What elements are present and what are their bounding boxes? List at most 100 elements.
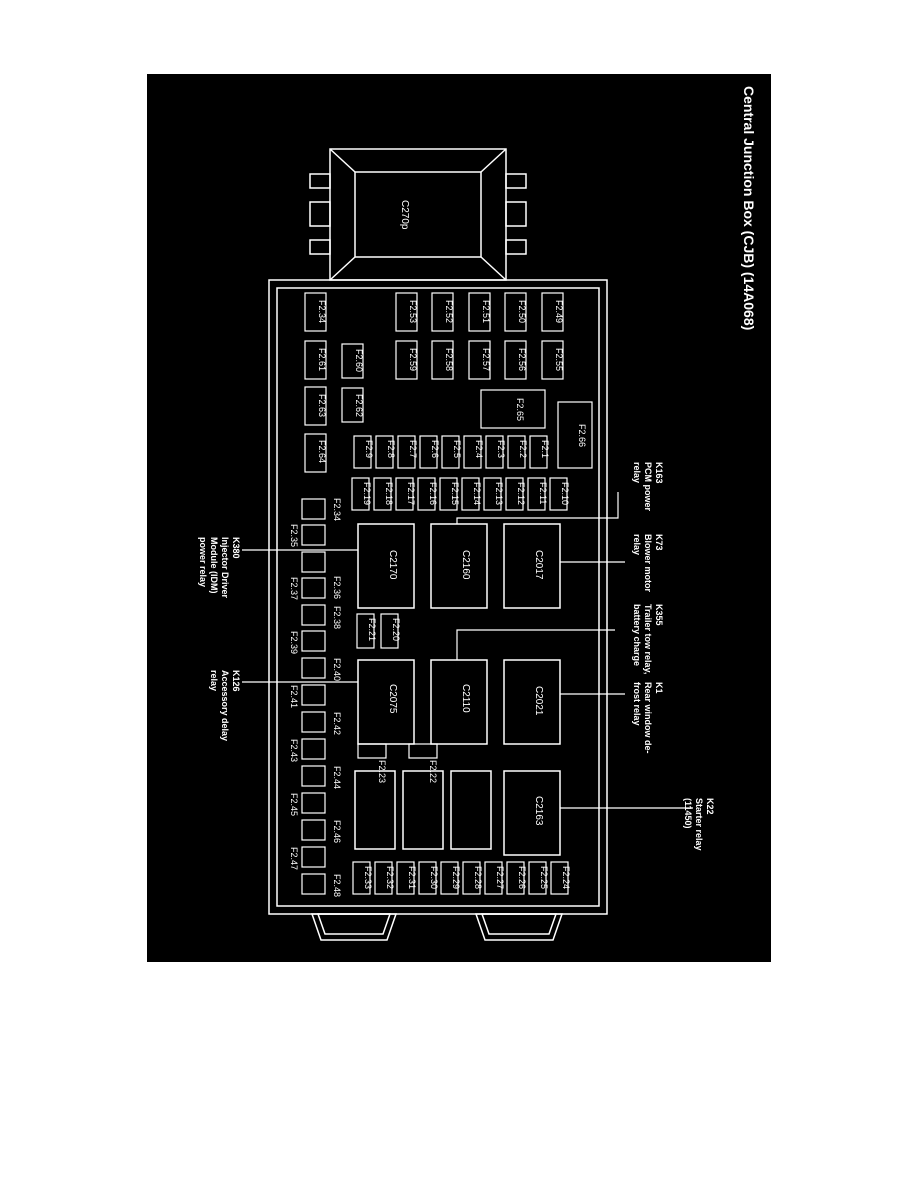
fuse-label: F2.45	[289, 793, 299, 816]
fuse-label: F2.51	[481, 300, 491, 323]
fuse-label: F2.26	[517, 866, 527, 889]
fuse-label: F2.2	[518, 440, 528, 458]
relay-label-k380: power relay	[198, 537, 208, 587]
fuse-label: F2.50	[517, 300, 527, 323]
diagram-title: Central Junction Box (CJB) (14A068)	[741, 86, 757, 330]
fuse-label: F2.46	[332, 820, 342, 843]
fuse-label: F2.13	[494, 482, 504, 505]
fuse-label: F2.16	[428, 482, 438, 505]
fuse-label: F2.62	[354, 394, 364, 417]
relay-label-k22: (11450)	[683, 798, 693, 829]
relay-label-k1: frost relay	[632, 682, 642, 726]
connector-c270p-label: C270p	[399, 200, 410, 230]
relay-label-k380: K380	[231, 537, 241, 559]
relay-label-k126: Accessory delay	[220, 670, 230, 741]
fuse-label: F2.30	[429, 866, 439, 889]
relay-label-k163: K163	[654, 462, 664, 484]
relay-label-k73: Blower motor	[643, 534, 653, 593]
fuse-label: F2.35	[289, 524, 299, 547]
relay-label-k355: K355	[654, 604, 664, 626]
fuse-label: F2.12	[516, 482, 526, 505]
leader-lines	[242, 492, 693, 809]
fuse-label: F2.19	[362, 482, 372, 505]
fuse-outlines	[301, 292, 593, 895]
fuse-label: F2.7	[408, 440, 418, 458]
relay-label-k126: relay	[209, 670, 219, 691]
fuse-label: F2.21	[367, 618, 377, 641]
relay-label-k22: K22	[705, 798, 715, 815]
fuse-label: F2.36	[332, 576, 342, 599]
fuse-label: F2.63	[317, 394, 327, 417]
fuse-label: F2.10	[560, 482, 570, 505]
relay-label-k355: battery charge	[632, 604, 642, 666]
fuse-label: F2.32	[385, 866, 395, 889]
relay-label-k1: K1	[654, 682, 664, 694]
connector-label: C2017	[533, 550, 544, 580]
fuse-label: F2.56	[517, 348, 527, 371]
fuse-label: F2.34	[332, 498, 342, 521]
fuse-label: F2.27	[495, 866, 505, 889]
fuse-label: F2.38	[332, 606, 342, 629]
relay-label-k355: Trailer tow relay,	[643, 604, 653, 674]
fuse-label: F2.58	[444, 348, 454, 371]
fuse-label: F2.55	[554, 348, 564, 371]
fuse-label: F2.41	[289, 685, 299, 708]
relay-label-k1: Rear window de-	[643, 682, 653, 754]
relay-label-k126: K126	[231, 670, 241, 692]
fuse-label: F2.28	[473, 866, 483, 889]
fuse-label: F2.1	[540, 440, 550, 458]
connector-label: C2075	[387, 684, 398, 714]
connector-outlines	[354, 523, 561, 856]
connector-label: C2170	[387, 550, 398, 580]
fuse-label: F2.5	[452, 440, 462, 458]
box-outline	[268, 279, 608, 915]
fuse-label: F2.25	[539, 866, 549, 889]
fuse-label: F2.34	[317, 300, 327, 323]
connector-label: C2021	[533, 686, 544, 716]
connector-label: C2163	[533, 796, 544, 826]
fuse-label: F2.8	[386, 440, 396, 458]
fuse-label: F2.11	[538, 482, 548, 504]
connector-c270p	[309, 148, 527, 281]
relay-label-k380: Injector Driver	[220, 537, 230, 599]
fuse-label: F2.24	[561, 866, 571, 889]
fuse-label: F2.37	[289, 577, 299, 600]
relay-label-k163: relay	[632, 462, 642, 483]
fuse-label: F2.65	[515, 398, 525, 421]
fuse-label: F2.49	[554, 300, 564, 323]
bottom-latches	[310, 913, 564, 941]
fuse-label: F2.33	[363, 866, 373, 889]
fuse-label: F2.61	[317, 348, 327, 371]
fuse-label: F2.53	[408, 300, 418, 323]
fuse-label: F2.43	[289, 739, 299, 762]
fuse-label: F2.17	[406, 482, 416, 505]
connector-label: C2160	[460, 550, 471, 580]
fuse-label: F2.57	[481, 348, 491, 371]
fuse-label: F2.47	[289, 847, 299, 870]
fuse-label: F2.42	[332, 712, 342, 735]
relay-label-k73: K73	[654, 534, 664, 551]
fuse-label: F2.4	[474, 440, 484, 458]
fuse-label: F2.20	[391, 618, 401, 641]
fuse-label: F2.31	[407, 866, 417, 889]
fuse-label: F2.40	[332, 658, 342, 681]
fuse-label: F2.60	[354, 349, 364, 372]
junction-box-diagram: Central Junction Box (CJB) (14A068) C270…	[198, 86, 757, 941]
fuse-label: F2.59	[408, 348, 418, 371]
fuse-label: F2.15	[450, 482, 460, 505]
fuse-label: F2.44	[332, 766, 342, 789]
fuse-label: F2.66	[577, 424, 587, 447]
fuse-label: F2.39	[289, 631, 299, 654]
fuse-label: F2.52	[444, 300, 454, 323]
fuse-label: F2.29	[451, 866, 461, 889]
connector-label: C2110	[460, 684, 471, 713]
relay-label-k22: Starter relay	[694, 798, 704, 851]
fuse-label: F2.48	[332, 874, 342, 897]
fuse-label: F2.9	[364, 440, 374, 458]
fuse-label: F2.18	[384, 482, 394, 505]
relay-label-k163: PCM power	[643, 462, 653, 512]
relay-label-k380: Module (IDM)	[209, 537, 219, 594]
